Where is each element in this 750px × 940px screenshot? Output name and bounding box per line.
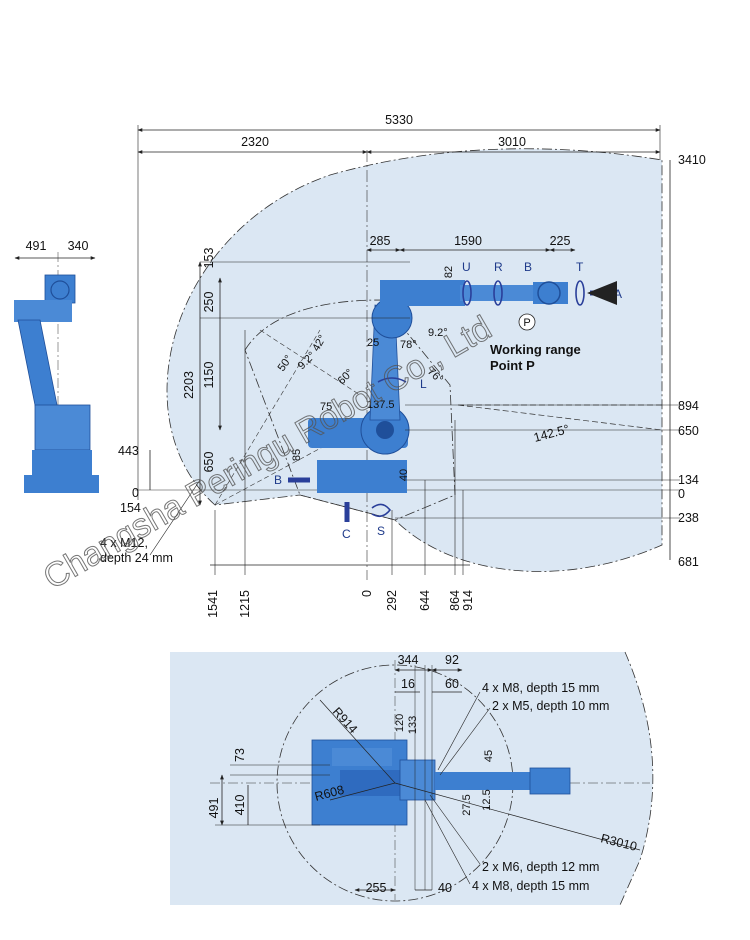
top-dim-60: 60 — [445, 677, 459, 691]
dim-bottom-914: 914 — [461, 590, 475, 611]
robot-side — [308, 280, 568, 493]
dim-left-650: 650 — [202, 452, 216, 473]
top-dim-45: 45 — [483, 750, 495, 762]
front-dim-491: 491 — [26, 239, 47, 253]
dim-front-reach: 3010 — [498, 135, 526, 149]
side-bolt-note-line1: 4 x M12, — [100, 536, 148, 550]
axis-l-label: L — [420, 377, 427, 391]
top-dim-73: 73 — [233, 748, 247, 762]
angle-78: 78° — [400, 339, 417, 351]
top-note-m5: 2 x M5, depth 10 mm — [492, 699, 609, 713]
top-note-m8-upper: 4 x M8, depth 15 mm — [482, 681, 599, 695]
top-dim-27-5: 27.5 — [461, 794, 473, 815]
dim-25: 25 — [367, 337, 379, 349]
dim-85: 85 — [291, 449, 303, 461]
point-p-label: P — [523, 317, 530, 329]
top-dim-491: 491 — [207, 798, 221, 819]
top-dim-120: 120 — [394, 714, 406, 732]
dim-arm-225: 225 — [550, 234, 571, 248]
top-dim-16: 16 — [401, 677, 415, 691]
top-dim-40: 40 — [438, 881, 452, 895]
dim-right-238: 238 — [678, 511, 699, 525]
axis-t-label: T — [576, 260, 584, 274]
dim-left-0: 0 — [132, 486, 139, 500]
axis-s-label: S — [377, 524, 385, 538]
view-b-label: B — [274, 473, 282, 487]
dim-75: 75 — [320, 401, 332, 413]
dim-left-153: 153 — [202, 248, 216, 269]
dim-right-681: 681 — [678, 555, 699, 569]
axis-u-label: U — [462, 260, 471, 274]
rotation-arrows — [371, 280, 585, 518]
dim-40: 40 — [398, 469, 410, 481]
dim-bottom-1215: 1215 — [238, 590, 252, 618]
top-view: 344 92 16 60 120 133 45 27.5 12.5 73 410… — [170, 651, 654, 906]
top-dim-92: 92 — [445, 653, 459, 667]
dim-right-0: 0 — [678, 487, 685, 501]
dim-right-134: 134 — [678, 473, 699, 487]
robot-top — [311, 739, 571, 826]
dim-bottom-0: 0 — [360, 590, 374, 597]
axis-b-label: B — [524, 260, 532, 274]
dim-right-3410: 3410 — [678, 153, 706, 167]
top-note-m8-lower: 4 x M8, depth 15 mm — [472, 879, 589, 893]
view-a-label: A — [614, 287, 622, 301]
dim-left-250: 250 — [202, 292, 216, 313]
robot-front — [14, 274, 99, 493]
dim-bottom-644: 644 — [418, 590, 432, 611]
dim-82: 82 — [443, 266, 455, 278]
dim-left-443: 443 — [118, 444, 139, 458]
dim-bottom-1541: 1541 — [206, 590, 220, 618]
side-view: 5330 2320 3010 285 1590 225 3410 894 650… — [100, 113, 706, 618]
dim-bottom-292: 292 — [385, 590, 399, 611]
dim-total-width: 5330 — [385, 113, 413, 127]
dim-bottom-864: 864 — [448, 590, 462, 611]
top-dim-410: 410 — [233, 795, 247, 816]
top-note-m6: 2 x M6, depth 12 mm — [482, 860, 599, 874]
dim-137-5: 137.5 — [367, 399, 395, 411]
dim-arm-1590: 1590 — [454, 234, 482, 248]
view-c-label: C — [342, 527, 351, 541]
dim-right-650: 650 — [678, 424, 699, 438]
top-dim-133: 133 — [407, 716, 419, 734]
side-bolt-note-line2: depth 24 mm — [100, 551, 173, 565]
angle-9-2-right: 9.2° — [428, 327, 448, 339]
point-p-marker — [518, 313, 536, 331]
dim-left-154: 154 — [120, 501, 141, 515]
dim-right-894: 894 — [678, 399, 699, 413]
dim-left-2203: 2203 — [182, 371, 196, 399]
axis-r-label: R — [494, 260, 503, 274]
top-dim-344: 344 — [398, 653, 419, 667]
front-view: 491 340 — [14, 239, 99, 493]
top-dim-255: 255 — [366, 881, 387, 895]
dim-rear-reach: 2320 — [241, 135, 269, 149]
working-range-outer — [166, 148, 663, 572]
dim-arm-285: 285 — [370, 234, 391, 248]
working-range-subtitle: Point P — [490, 358, 535, 373]
working-range-title: Working range — [490, 342, 581, 357]
top-dim-12-5: 12.5 — [481, 789, 493, 810]
front-dim-340: 340 — [68, 239, 89, 253]
dim-left-1150: 1150 — [202, 362, 216, 389]
